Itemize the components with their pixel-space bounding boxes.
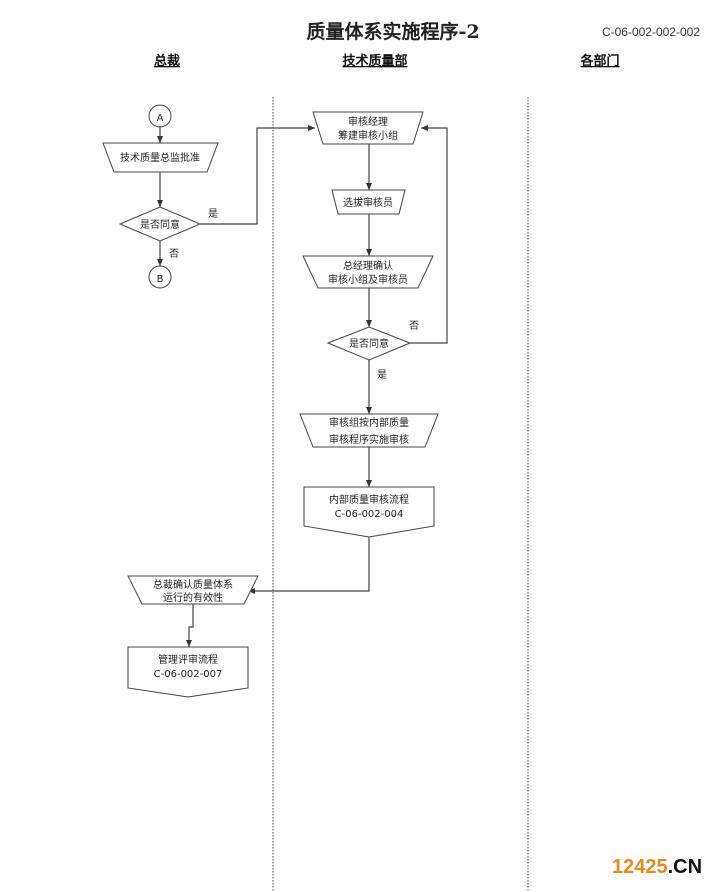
connector-b-label: B	[157, 274, 164, 285]
node-management-review-process[interactable]	[127, 646, 249, 698]
branch-label-yes: 是	[377, 369, 387, 381]
node-label: 审核小组及审核员	[328, 273, 408, 286]
connector-b	[148, 265, 172, 289]
decision-agree-2	[326, 326, 412, 361]
branch-label-no: 否	[169, 248, 179, 260]
node-label: 是否同意	[140, 218, 180, 231]
node-label: 运行的有效性	[163, 591, 223, 604]
decision-agree-1	[118, 206, 202, 242]
node-director-approve	[102, 142, 219, 173]
watermark-suffix: .CN	[668, 856, 702, 878]
page-title: 质量体系实施程序-2	[306, 20, 479, 43]
node-ceo-confirm	[127, 575, 259, 605]
branch-label-no: 否	[409, 320, 419, 332]
lane-header-tech-quality: 技术质量部	[342, 53, 407, 69]
watermark-number: 12425	[612, 856, 668, 878]
connector-a-label: A	[157, 113, 164, 124]
lane-header-ceo: 总裁	[154, 53, 180, 69]
node-internal-audit-process[interactable]	[303, 486, 435, 538]
node-label: C-06-002-007	[154, 669, 223, 680]
node-label: 是否同意	[349, 337, 389, 350]
node-label: 技术质量总监批准	[120, 151, 200, 164]
flow-lines	[157, 125, 448, 647]
branch-label-yes: 是	[208, 208, 218, 220]
node-label: 总经理确认	[343, 259, 393, 272]
doc-code: C-06-002-002-002	[602, 25, 700, 39]
node-label: 审核程序实施审核	[329, 433, 409, 446]
node-label: C-06-002-004	[335, 509, 404, 520]
node-label: 管理评审流程	[158, 653, 218, 666]
node-label: 内部质量审核流程	[329, 493, 409, 506]
node-label: 审核组按内部质量	[329, 416, 409, 429]
node-label: 筹建审核小组	[338, 129, 398, 142]
node-form-audit-team	[312, 111, 424, 145]
node-label: 总裁确认质量体系	[153, 578, 233, 591]
node-label: 审核经理	[348, 115, 388, 128]
watermark: 12425.CN	[612, 856, 702, 878]
lane-header-departments: 各部门	[579, 53, 619, 69]
node-conduct-audit	[299, 413, 439, 448]
node-gm-confirm	[302, 255, 434, 289]
node-select-auditors	[331, 189, 406, 215]
node-label: 选拔审核员	[343, 196, 393, 209]
connector-a	[148, 104, 172, 128]
